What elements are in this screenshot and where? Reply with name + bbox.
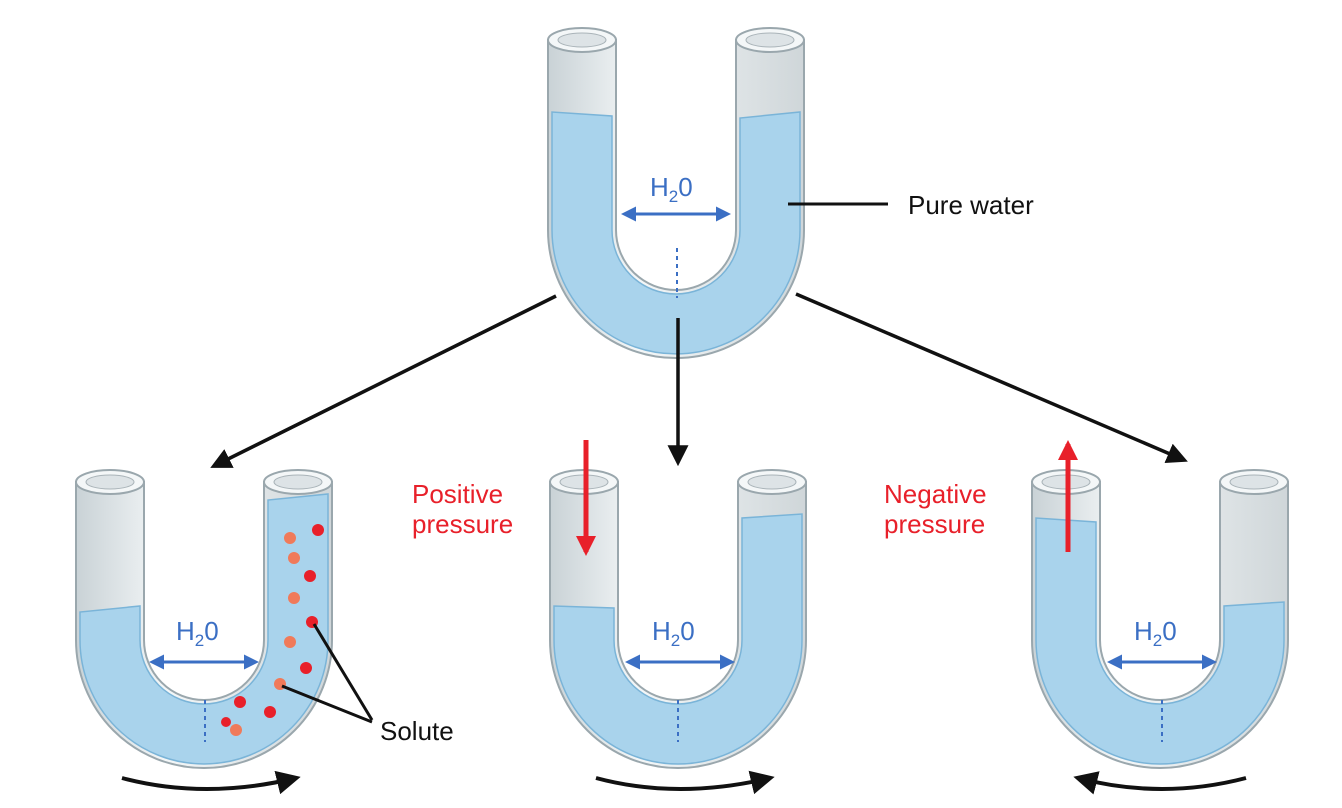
branch-arrow-right xyxy=(795,292,1188,464)
solute-leader-lower xyxy=(281,684,373,724)
solute-leader-upper xyxy=(312,623,374,721)
flow-arrow-center xyxy=(595,770,775,795)
positive-pressure-label-line2: pressure xyxy=(412,509,513,539)
negative-pressure-label-line2: pressure xyxy=(884,509,985,539)
h2o-label-left: H20 xyxy=(176,616,219,650)
solute-label: Solute xyxy=(380,716,454,746)
branch-arrow-left xyxy=(210,294,557,468)
right-u-tube: H20 Negative pressure xyxy=(884,440,1289,795)
water-fill xyxy=(1035,517,1285,765)
positive-pressure-label-line1: Positive xyxy=(412,479,503,509)
solute-particles xyxy=(221,524,324,736)
left-u-tube: H20 Solute xyxy=(75,469,454,795)
water-fill xyxy=(551,111,801,355)
negative-pressure-label-line1: Negative xyxy=(884,479,987,509)
center-u-tube: H20 Positive pressure xyxy=(412,440,807,795)
flow-arrow-right xyxy=(1073,771,1247,795)
h2o-label-top: H20 xyxy=(650,172,693,206)
h2o-label-center: H20 xyxy=(652,616,695,650)
water-fill xyxy=(79,493,329,765)
flow-arrow-left xyxy=(121,770,301,795)
water-fill xyxy=(553,513,803,765)
h2o-label-right: H20 xyxy=(1134,616,1177,650)
top-u-tube: H20 Pure water xyxy=(547,27,1034,359)
pure-water-label: Pure water xyxy=(908,190,1034,220)
